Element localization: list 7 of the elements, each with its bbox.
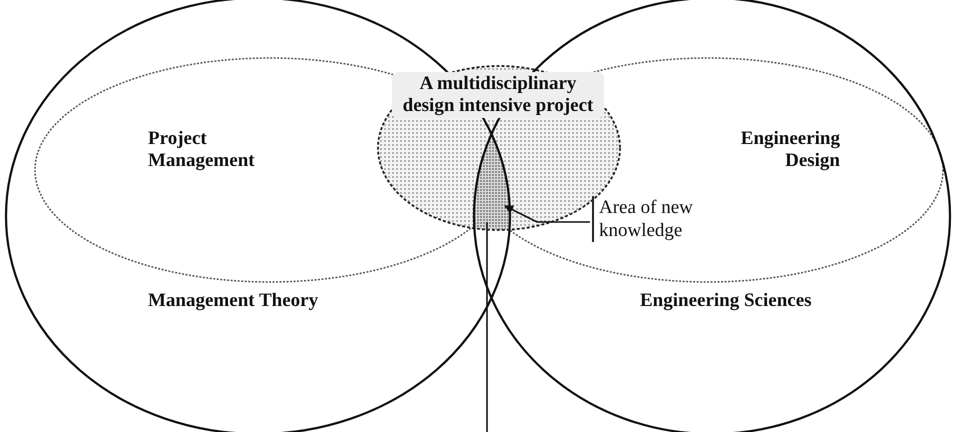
region-label: Engineering Design xyxy=(740,128,840,172)
region-label: Management Theory xyxy=(148,290,320,312)
region-label: Project Management xyxy=(148,128,256,172)
region-label: A multidisciplinary design intensive project xyxy=(392,72,604,118)
annotation-text: Area of new knowledge xyxy=(592,196,739,242)
region-label: Engineering Sciences xyxy=(640,290,813,312)
leader-arrow xyxy=(504,205,590,223)
